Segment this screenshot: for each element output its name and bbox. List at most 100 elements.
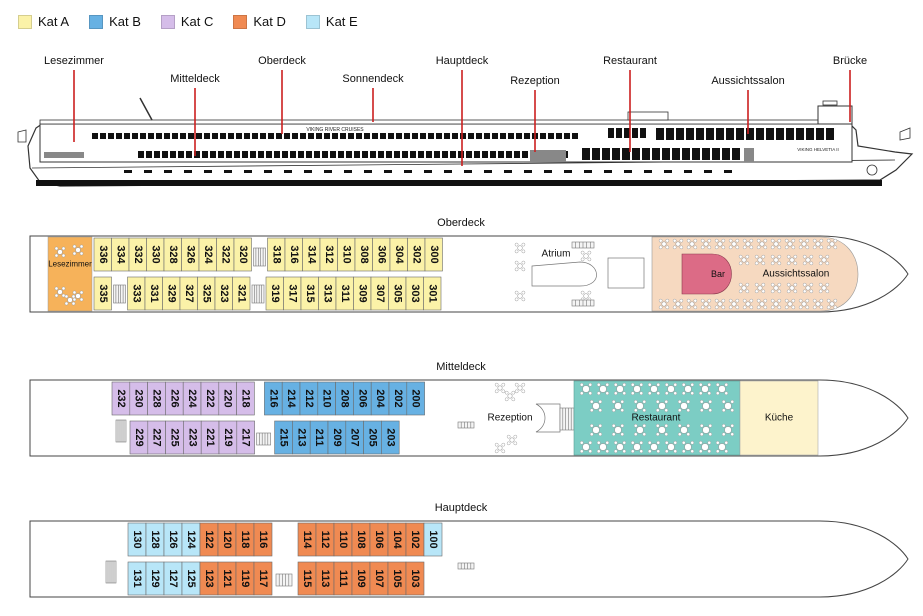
- cabin-number: 108: [355, 530, 367, 548]
- side-window: [524, 133, 530, 139]
- chair: [798, 238, 803, 243]
- chair: [721, 305, 726, 310]
- chair: [812, 245, 817, 250]
- cabin-300[interactable]: [424, 237, 443, 272]
- side-porthole: [624, 170, 632, 173]
- cabin-320[interactable]: [233, 237, 252, 272]
- chair: [721, 423, 726, 428]
- table: [599, 385, 607, 393]
- chair: [501, 449, 506, 454]
- table: [731, 301, 737, 307]
- side-radar: [822, 100, 838, 106]
- side-window: [458, 151, 464, 158]
- table: [616, 443, 624, 451]
- legend-swatch: [89, 14, 104, 29]
- table: [815, 241, 821, 247]
- cabin-117[interactable]: [253, 561, 273, 596]
- table: [724, 426, 732, 434]
- table: [801, 301, 807, 307]
- side-window: [702, 148, 710, 160]
- chair: [784, 305, 789, 310]
- chair: [521, 389, 526, 394]
- table: [821, 257, 827, 263]
- table: [773, 301, 779, 307]
- chair: [698, 440, 703, 445]
- cabin-218[interactable]: [236, 381, 255, 416]
- chair: [633, 423, 638, 428]
- chair: [647, 440, 652, 445]
- table: [667, 385, 675, 393]
- table: [718, 443, 726, 451]
- chair: [521, 290, 526, 295]
- cabin-200[interactable]: [406, 381, 425, 416]
- cabin-number: 219: [222, 428, 234, 446]
- cabin-116[interactable]: [253, 522, 273, 557]
- chair: [707, 382, 712, 387]
- chair: [721, 408, 726, 413]
- chair: [825, 261, 830, 266]
- side-porthole: [304, 170, 312, 173]
- side-window: [348, 133, 354, 139]
- cabin-217[interactable]: [236, 420, 255, 455]
- legend-item: Kat B: [89, 14, 141, 29]
- cabin-number: 222: [204, 389, 216, 407]
- side-window: [226, 151, 232, 158]
- table: [815, 301, 821, 307]
- table: [821, 285, 827, 291]
- side-porthole: [504, 170, 512, 173]
- cabin-321[interactable]: [232, 276, 251, 311]
- cabin-301[interactable]: [423, 276, 442, 311]
- cabin-number: 307: [374, 284, 386, 302]
- side-window: [370, 151, 376, 158]
- side-window: [356, 133, 362, 139]
- side-porthole: [124, 170, 132, 173]
- table: [805, 257, 811, 263]
- cabin-number: 207: [349, 428, 361, 446]
- table: [759, 241, 765, 247]
- chair: [786, 254, 791, 259]
- side-window: [244, 133, 250, 139]
- table: [789, 285, 795, 291]
- chair: [818, 261, 823, 266]
- cabin-number: 209: [331, 428, 343, 446]
- chair: [511, 390, 516, 395]
- cabin-number: 305: [391, 284, 403, 302]
- cabin-103[interactable]: [405, 561, 425, 596]
- chair: [763, 238, 768, 243]
- cabin-number: 309: [356, 284, 368, 302]
- chair: [579, 382, 584, 387]
- chair: [79, 244, 84, 249]
- chair: [605, 440, 610, 445]
- chair: [826, 305, 831, 310]
- chair: [658, 305, 663, 310]
- chair: [679, 305, 684, 310]
- chair: [630, 449, 635, 454]
- cabin-number: 123: [203, 569, 215, 587]
- legend-item: Kat D: [233, 14, 286, 29]
- side-window: [236, 133, 242, 139]
- side-window: [204, 133, 210, 139]
- table: [675, 301, 681, 307]
- callout-label: Restaurant: [603, 55, 657, 67]
- cabin-number: 206: [356, 389, 368, 407]
- stairs: [105, 560, 117, 584]
- chair: [756, 298, 761, 303]
- chair: [777, 245, 782, 250]
- legend-label: Kat E: [325, 14, 358, 29]
- chair: [763, 245, 768, 250]
- chair: [791, 298, 796, 303]
- cabin-335[interactable]: [93, 276, 112, 311]
- side-window: [756, 128, 764, 140]
- cabin-number: 330: [149, 245, 161, 263]
- chair: [642, 399, 647, 404]
- table: [741, 285, 747, 291]
- chair: [730, 432, 735, 437]
- table: [592, 426, 600, 434]
- side-window: [396, 133, 402, 139]
- side-door: [530, 150, 566, 162]
- chair: [54, 253, 59, 258]
- chair: [698, 391, 703, 396]
- cabin-203[interactable]: [381, 420, 400, 455]
- cabin-100[interactable]: [423, 522, 443, 557]
- deck-title: Oberdeck: [437, 217, 485, 229]
